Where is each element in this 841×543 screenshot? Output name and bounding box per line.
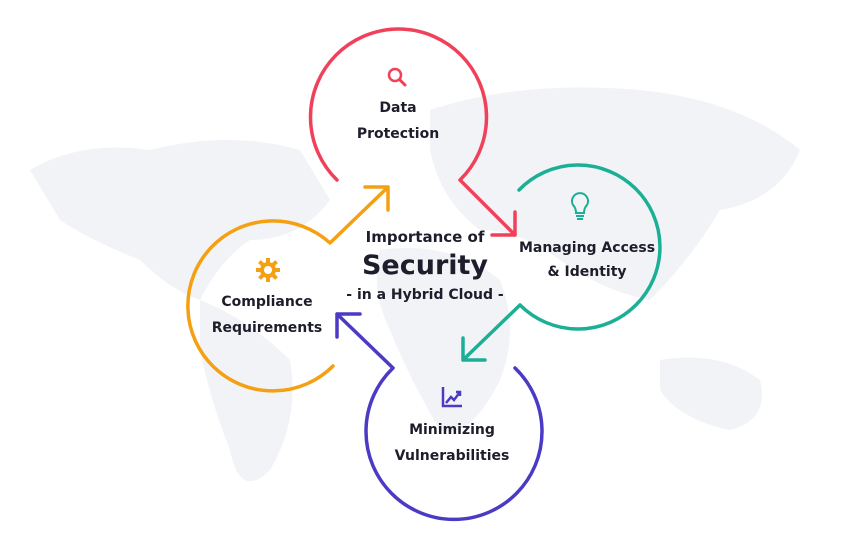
- data-protection-ring: [308, 27, 517, 237]
- data-protection-line1: Data: [379, 100, 417, 116]
- compliance-ring: [186, 185, 390, 393]
- center-title: Security: [361, 250, 489, 281]
- managing-access-line2: & Identity: [547, 264, 627, 280]
- center-subtitle: - in a Hybrid Cloud -: [346, 287, 504, 303]
- chart-trend-icon: [441, 387, 462, 408]
- compliance-line2: Requirements: [211, 320, 323, 336]
- managing-access-label: Managing Access & Identity: [519, 236, 655, 284]
- managing-access-ring: [461, 163, 662, 362]
- minimizing-vulnerabilities-line1: Minimizing: [409, 422, 495, 438]
- gear-icon: [256, 258, 280, 282]
- lightbulb-icon: [571, 192, 589, 220]
- data-protection-label: Data Protection: [357, 95, 439, 147]
- world-map-background: [30, 87, 800, 482]
- minimizing-vulnerabilities-ring: [335, 312, 544, 522]
- compliance-line1: Compliance: [221, 294, 313, 310]
- data-protection-line2: Protection: [356, 126, 440, 142]
- minimizing-vulnerabilities-line2: Vulnerabilities: [394, 448, 510, 464]
- minimizing-vulnerabilities-label: Minimizing Vulnerabilities: [395, 417, 510, 469]
- search-icon: [387, 67, 407, 87]
- managing-access-line1: Managing Access: [518, 240, 656, 256]
- center-heading: Importance of: [365, 228, 485, 246]
- compliance-label: Compliance Requirements: [212, 289, 323, 341]
